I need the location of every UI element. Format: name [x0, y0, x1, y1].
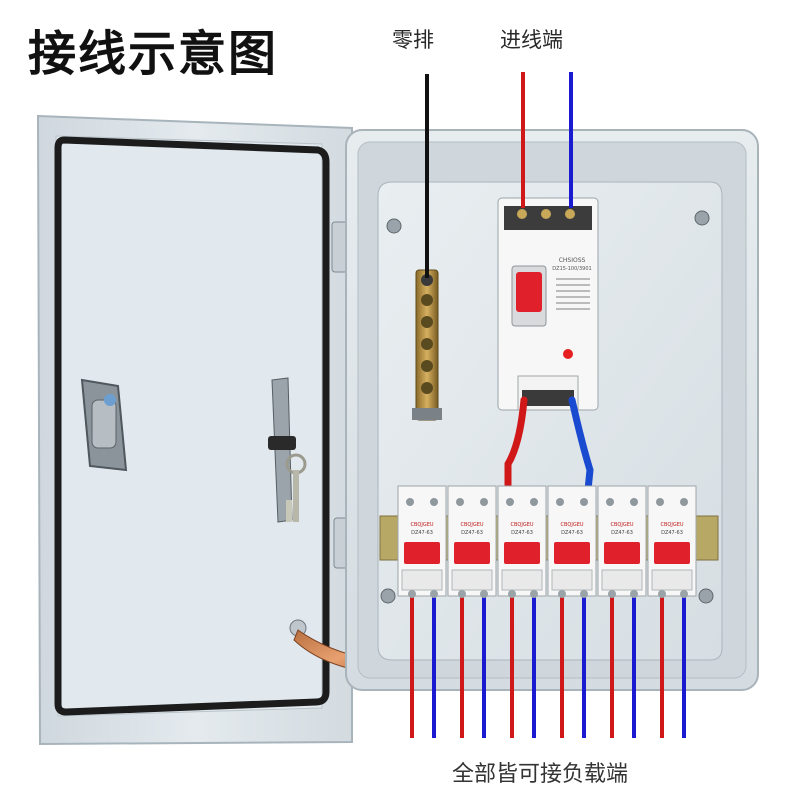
branch-breaker-model: DZ47-63	[661, 530, 683, 536]
terminal-screw-icon	[480, 590, 488, 598]
terminal-screw-icon	[630, 590, 638, 598]
page-title: 接线示意图	[28, 26, 279, 82]
feed-wire-live	[504, 396, 528, 494]
terminal-screw-icon	[580, 498, 588, 506]
branch-breaker-model: DZ47-63	[561, 530, 583, 536]
door-lock-handle[interactable]	[80, 378, 128, 472]
branch-breaker-brand: CBQJGEU	[660, 522, 683, 528]
terminal-screw-icon	[530, 590, 538, 598]
terminal-screw-icon	[456, 498, 464, 506]
screw-icon	[698, 588, 714, 604]
branch-breaker-handle[interactable]	[504, 542, 540, 564]
feed-wire-neutral	[568, 396, 594, 494]
terminal-screw-icon	[556, 498, 564, 506]
branch-breaker-model: DZ47-63	[461, 530, 483, 536]
terminal-screw-icon	[658, 590, 666, 598]
incoming-terminal-label: 进线端	[500, 28, 563, 52]
terminal-screw-icon	[506, 498, 514, 506]
branch-breaker-handle[interactable]	[654, 542, 690, 564]
terminal-screw-icon	[430, 590, 438, 598]
branch-breaker-brand: CBQJGEU	[560, 522, 583, 528]
branch-breaker[interactable]: CBQJGEU DZ47-63	[597, 485, 647, 597]
branch-breaker-brand: CBQJGEU	[460, 522, 483, 528]
branch-breaker[interactable]: CBQJGEU DZ47-63	[547, 485, 597, 597]
test-button-icon[interactable]	[563, 349, 573, 359]
neutral-bar-label: 零排	[392, 28, 434, 52]
screw-icon	[694, 210, 710, 226]
terminal-screw-icon	[606, 498, 614, 506]
terminal-screw-icon	[430, 498, 438, 506]
breaker-spec-lines	[556, 278, 590, 310]
terminal-screw-icon	[656, 498, 664, 506]
branch-breaker-handle[interactable]	[554, 542, 590, 564]
branch-breaker[interactable]: CBQJGEU DZ47-63	[397, 485, 447, 597]
terminal-screw-icon	[608, 590, 616, 598]
terminal-screw-icon	[530, 498, 538, 506]
branch-breaker-bank: CBQJGEU DZ47-63 CBQJGEU DZ47-63 CBQJGEU DZ47-…	[397, 485, 697, 597]
terminal-screw-icon	[458, 590, 466, 598]
branch-breaker-model: DZ47-63	[611, 530, 633, 536]
cabinet-door[interactable]	[36, 114, 353, 746]
neutral-bar	[412, 269, 442, 421]
main-breaker-brand: CHSIOSS	[559, 257, 586, 264]
branch-breaker-handle[interactable]	[604, 542, 640, 564]
branch-breaker[interactable]: CBQJGEU DZ47-63	[497, 485, 547, 597]
branch-breaker[interactable]: CBQJGEU DZ47-63	[447, 485, 497, 597]
main-breaker-handle[interactable]	[516, 272, 542, 312]
terminal-screw-icon	[680, 590, 688, 598]
terminal-screw-icon	[480, 498, 488, 506]
terminal-screw-icon	[580, 590, 588, 598]
terminal-screw-icon	[680, 498, 688, 506]
branch-breaker-brand: CBQJGEU	[610, 522, 633, 528]
load-wires	[408, 590, 688, 738]
terminal-screw-icon	[558, 590, 566, 598]
terminal-screw-icon	[630, 498, 638, 506]
branch-breaker-model: DZ47-63	[411, 530, 433, 536]
branch-breaker-brand: CBQJGEU	[510, 522, 533, 528]
screw-icon	[380, 588, 396, 604]
load-terminals-label: 全部皆可接负载端	[452, 762, 629, 787]
terminal-screw-icon	[508, 590, 516, 598]
screw-icon	[386, 218, 402, 234]
terminal-screw-icon	[406, 498, 414, 506]
branch-breaker-handle[interactable]	[454, 542, 490, 564]
branch-breaker-model: DZ47-63	[511, 530, 533, 536]
branch-breaker-handle[interactable]	[404, 542, 440, 564]
main-breaker-model: DZ15-100/3901	[552, 266, 591, 272]
key-icon	[285, 453, 307, 522]
branch-breaker[interactable]: CBQJGEU DZ47-63	[647, 485, 697, 597]
terminal-screw-icon	[408, 590, 416, 598]
branch-breaker-brand: CBQJGEU	[410, 522, 433, 528]
main-breaker[interactable]: CHSIOSS DZ15-100/3901	[497, 197, 599, 411]
